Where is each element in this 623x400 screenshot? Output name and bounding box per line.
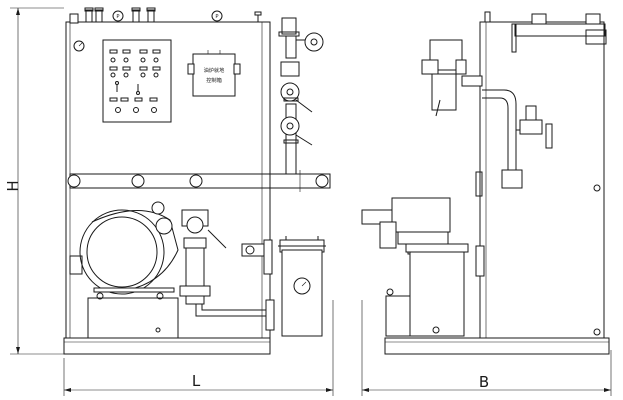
dimension-length: L <box>63 300 334 396</box>
dimension-height-label: H <box>4 180 22 191</box>
top-valves <box>69 7 262 24</box>
valve-stack <box>278 17 324 175</box>
side-top-valves <box>484 11 607 53</box>
outlet-pipe <box>195 299 275 331</box>
svg-text:P: P <box>116 14 119 20</box>
pump-motor <box>69 201 179 300</box>
side-cabinet <box>479 21 605 339</box>
pump-base <box>87 297 179 339</box>
side-upper-valve <box>421 39 483 117</box>
side-strainer <box>405 243 485 337</box>
dimension-width-label: B <box>479 373 489 391</box>
dimension-length-label: L <box>192 372 201 390</box>
pressure-gauge-icon: P <box>211 10 223 22</box>
manifold-pipe <box>67 170 331 192</box>
inlet-valve <box>179 209 227 305</box>
pressure-gauge-icon: P <box>112 10 124 22</box>
side-connection <box>241 239 273 275</box>
strainer <box>278 236 326 337</box>
control-panel <box>102 39 172 123</box>
dial-gauge-icon <box>73 40 85 52</box>
side-view <box>361 11 610 355</box>
front-view: P P <box>63 7 331 355</box>
dimension-height: H <box>4 7 64 355</box>
side-base-box <box>385 288 411 337</box>
dimension-width: B <box>361 300 612 396</box>
nameplate-line2: 控制箱 <box>206 76 222 84</box>
side-base-frame <box>384 337 610 355</box>
svg-text:P: P <box>215 14 218 20</box>
local-control-box: 油炉就地 控制箱 <box>187 50 241 97</box>
nameplate-line1: 油炉就地 <box>204 66 225 74</box>
side-piping <box>475 89 553 197</box>
front-base-frame <box>63 337 271 355</box>
